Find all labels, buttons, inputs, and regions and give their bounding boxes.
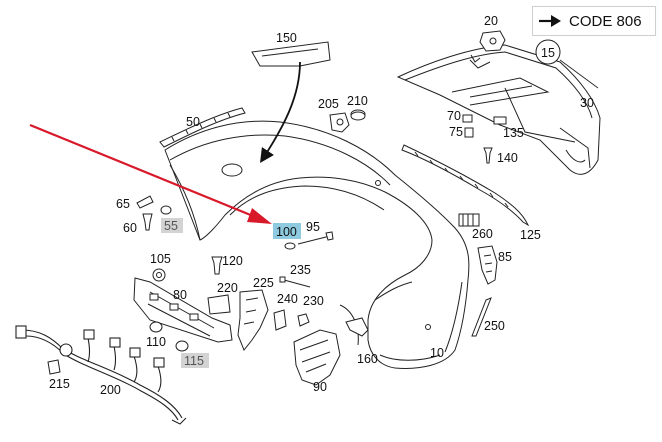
callout-50: 50 — [186, 115, 200, 129]
callout-240: 240 — [277, 292, 298, 306]
wiring-harness-part-200 — [15, 325, 187, 425]
bracket-part-225 — [237, 289, 269, 351]
callout-210: 210 — [347, 94, 368, 108]
code-legend: CODE 806 — [532, 6, 656, 36]
sensor-part-260 — [458, 213, 480, 227]
callout-65: 65 — [116, 197, 130, 211]
bracket-part-80 — [133, 277, 233, 343]
clip-part-230 — [297, 313, 310, 327]
callout-15: 15 — [541, 46, 555, 60]
callout-80: 80 — [173, 288, 187, 302]
callout-70: 70 — [447, 109, 461, 123]
callout-30: 30 — [580, 96, 594, 110]
callout-circle-15 — [535, 39, 561, 65]
callout-225: 225 — [253, 276, 274, 290]
ring-part-210 — [350, 109, 366, 121]
bracket-part-90 — [293, 329, 341, 386]
callout-20: 20 — [484, 14, 498, 28]
clip-part-135 — [493, 116, 507, 125]
highlight-box-115 — [181, 353, 209, 368]
clip-part-60 — [142, 213, 153, 231]
callout-100: 100 — [276, 225, 297, 239]
trim-strip-part-125 — [401, 144, 530, 227]
highlight-box-55 — [161, 218, 183, 233]
callout-105: 105 — [150, 252, 171, 266]
clip-part-75 — [464, 127, 474, 138]
screw-part-140 — [483, 147, 493, 164]
callout-160: 160 — [357, 352, 378, 366]
callout-60: 60 — [123, 221, 137, 235]
callout-235: 235 — [290, 263, 311, 277]
connector-part-215 — [47, 359, 61, 375]
red-pointer-arrow — [29, 123, 272, 224]
callout-90: 90 — [313, 380, 327, 394]
screw-part-120 — [211, 256, 223, 275]
clip-part-65 — [136, 195, 154, 209]
callout-115: 115 — [184, 354, 204, 368]
washer-part-100 — [284, 242, 296, 250]
callout-125: 125 — [520, 228, 541, 242]
clip-part-70 — [462, 114, 473, 123]
panel-part-150 — [251, 41, 331, 67]
clip-part-55 — [160, 205, 172, 215]
pad-part-220 — [207, 294, 231, 315]
callout-120: 120 — [222, 254, 243, 268]
rod-part-95 — [297, 231, 334, 245]
highlight-box-100 — [273, 223, 301, 239]
callout-205: 205 — [318, 97, 339, 111]
callout-55: 55 — [164, 219, 178, 233]
callout-150: 150 — [276, 31, 297, 45]
rod-part-235 — [279, 276, 311, 288]
callout-215: 215 — [49, 377, 70, 391]
callout-260: 260 — [472, 227, 493, 241]
leader-arrow-150 — [260, 61, 301, 164]
pad-part-240 — [273, 309, 287, 331]
callout-220: 220 — [217, 281, 238, 295]
callout-10: 10 — [430, 346, 444, 360]
callout-85: 85 — [498, 250, 512, 264]
right-arrow-icon — [539, 15, 561, 27]
rear-diffuser-part-30 — [396, 44, 601, 175]
callout-135: 135 — [503, 126, 524, 140]
strip-part-250 — [471, 297, 492, 337]
bumper-cover-part-10 — [164, 120, 470, 369]
callout-200: 200 — [100, 383, 121, 397]
sensor-part-110 — [149, 321, 163, 333]
callout-75: 75 — [449, 125, 463, 139]
callout-140: 140 — [497, 151, 518, 165]
callout-230: 230 — [303, 294, 324, 308]
bracket-part-85 — [477, 245, 498, 285]
bracket-part-20 — [470, 30, 506, 63]
sensor-holder-part-205 — [329, 112, 350, 133]
callout-95: 95 — [306, 220, 320, 234]
bracket-part-160 — [345, 317, 369, 337]
sensor-part-115 — [175, 340, 189, 352]
grommet-part-105 — [152, 268, 166, 282]
callout-250: 250 — [484, 319, 505, 333]
callout-110: 110 — [146, 335, 166, 349]
code-label: CODE 806 — [569, 12, 642, 30]
strip-part-50 — [159, 107, 246, 148]
